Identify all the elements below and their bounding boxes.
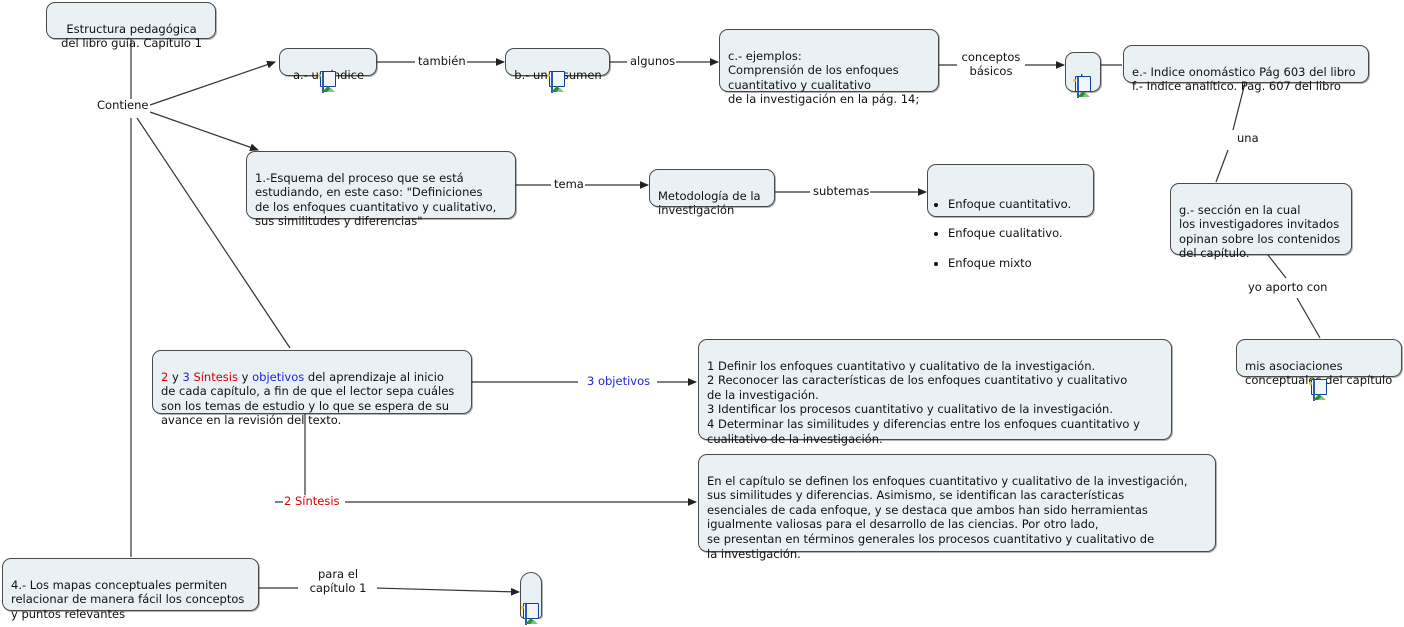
hill-shape — [525, 618, 537, 624]
image-icon[interactable] — [1073, 76, 1091, 98]
edge-paraelcapitulo-blank — [374, 587, 520, 596]
edge-contiene-esquema — [149, 111, 259, 152]
image-icon-inner — [547, 72, 564, 93]
enfoques-list: Enfoque cuantitativo. Enfoque cualitativ… — [934, 183, 1087, 285]
edge-contiene-indice — [149, 60, 276, 106]
node-objetivos-list[interactable]: 1 Definir los enfoques cuantitativo y cu… — [698, 339, 1172, 446]
node-g-seccion[interactable]: g.- sección en la cual los investigadore… — [1170, 183, 1352, 260]
edge-gseccion-yoaporto — [1267, 254, 1287, 279]
node-esquema[interactable]: 1.-Esquema del proceso que se está estud… — [246, 151, 516, 228]
node-root[interactable]: Estructura pedagógica del libro guía. Ca… — [46, 2, 216, 50]
node-ejemplos[interactable]: c.- ejemplos: Comprensión de los enfoque… — [719, 29, 939, 106]
node-asociaciones-text: mis asociaciones conceptuales del capítu… — [1245, 358, 1393, 388]
node-objetivos-list-text: 1 Definir los enfoques cuantitativo y cu… — [707, 358, 1140, 446]
node-g-seccion-text: g.- sección en la cual los investigadore… — [1179, 202, 1341, 261]
edge-label-yo-aporto-con: yo aporto con — [1247, 280, 1329, 295]
hill-shape — [1077, 91, 1089, 97]
node-asociaciones[interactable]: mis asociaciones conceptuales del capítu… — [1236, 339, 1402, 387]
image-icon-inner — [1309, 380, 1326, 401]
node-esquema-text: 1.-Esquema del proceso que se está estud… — [255, 170, 497, 229]
node-sintesis-texto[interactable]: En el capítulo se definen los enfoques c… — [698, 454, 1216, 561]
edge-una-gseccion — [1215, 149, 1229, 183]
node-mapas-text: 4.- Los mapas conceptuales permiten rela… — [11, 577, 245, 621]
image-icon[interactable] — [318, 71, 336, 93]
node-indices-ef-text: e.- Indice onomástico Pág 603 del libro … — [1132, 64, 1356, 94]
image-icon-inner — [1073, 77, 1090, 98]
hill-shape — [1313, 394, 1325, 400]
hill-shape — [322, 86, 334, 92]
node-mapas[interactable]: 4.- Los mapas conceptuales permiten rela… — [2, 558, 259, 621]
list-item: Enfoque cuantitativo. — [948, 197, 1087, 212]
list-item: Enfoque mixto — [948, 256, 1087, 271]
node-metodologia[interactable]: Metodología de la investigación — [649, 169, 775, 217]
node-indices-ef[interactable]: e.- Indice onomástico Pág 603 del libro … — [1123, 45, 1369, 93]
edge-label-subtemas: subtemas — [812, 184, 871, 199]
node-sintesis-texto-text: En el capítulo se definen los enfoques c… — [707, 473, 1188, 561]
image-icon-inner — [521, 604, 538, 625]
edge-label-una: una — [1236, 131, 1260, 146]
edge-label-3-objetivos: 3 objetivos — [586, 374, 652, 389]
node-ejemplos-text: c.- ejemplos: Comprensión de los enfoque… — [728, 48, 920, 107]
list-item: Enfoque cualitativo. — [948, 226, 1087, 241]
node-sintesis-objetivos[interactable]: 2 y 3 Síntesis y objetivos del aprendiza… — [152, 350, 472, 427]
edge-label-tambien: también — [417, 54, 467, 69]
image-icon[interactable] — [521, 603, 539, 625]
edge-label-contiene: Contiene — [96, 98, 150, 113]
node-metodologia-text: Metodología de la investigación — [658, 188, 761, 218]
image-icon[interactable] — [1309, 379, 1327, 401]
node-enfoques[interactable]: Enfoque cuantitativo. Enfoque cualitativ… — [927, 164, 1094, 270]
edge-label-algunos: algunos — [629, 54, 677, 69]
hill-shape — [551, 86, 563, 92]
edge-label-para-el-capitulo: para el capítulo 1 — [299, 567, 377, 596]
edge-label-2-sintesis: 2 Síntesis — [283, 494, 341, 509]
edge-label-tema: tema — [553, 177, 585, 192]
image-icon-inner — [318, 72, 335, 93]
image-icon[interactable] — [547, 71, 565, 93]
edge-label-conceptos-basicos: conceptos básicos — [957, 50, 1025, 79]
edge-yoaporto-asociaciones — [1296, 297, 1321, 339]
node-root-text: Estructura pedagógica del libro guía. Ca… — [61, 21, 202, 51]
node-sintesis-objetivos-text: 2 y 3 Síntesis y objetivos del aprendiza… — [161, 369, 455, 428]
